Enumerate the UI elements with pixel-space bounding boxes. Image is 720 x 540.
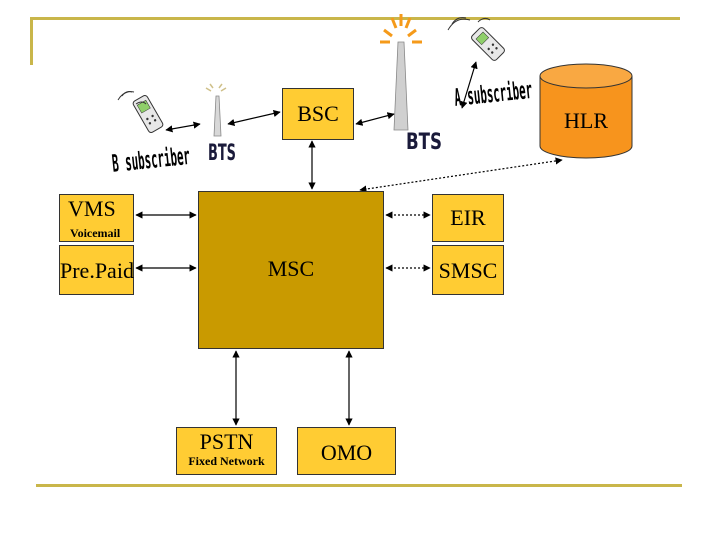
bsc-box: BSC bbox=[282, 88, 354, 140]
b-subscriber-phone-icon bbox=[132, 95, 164, 133]
eir-box: EIR bbox=[432, 194, 504, 242]
a-subscriber-signal-icon bbox=[447, 17, 491, 31]
omo-label: OMO bbox=[320, 440, 373, 465]
frame-bottom-line bbox=[36, 484, 682, 487]
eir-label: EIR bbox=[450, 205, 486, 230]
hlr-label: HLR bbox=[564, 108, 608, 133]
frame-top-line bbox=[30, 17, 680, 20]
link-bsc-bts-right bbox=[355, 112, 395, 126]
pstn-label: PSTN bbox=[199, 429, 254, 454]
prepaid-box: Pre.Paid bbox=[59, 245, 134, 295]
smsc-box: SMSC bbox=[432, 245, 504, 295]
pstn-box: PSTN Fixed Network bbox=[176, 427, 277, 475]
bts-right-label: BTS bbox=[406, 130, 442, 155]
link-bphone-bts bbox=[165, 121, 201, 133]
link-msc-hlr bbox=[359, 157, 563, 193]
frame-left-line bbox=[30, 17, 33, 65]
hlr-database: HLR bbox=[539, 63, 633, 159]
vms-label: VMS bbox=[68, 196, 116, 221]
bts-left-label: BTS bbox=[208, 141, 236, 166]
a-subscriber-label: A subscriber bbox=[453, 76, 533, 112]
vms-sublabel: Voicemail bbox=[70, 226, 121, 240]
msc-box: MSC bbox=[198, 191, 384, 349]
b-subscriber-signal-icon bbox=[117, 91, 147, 105]
link-bts-aphone bbox=[460, 61, 478, 109]
vms-box: VMS Voicemail bbox=[59, 194, 134, 242]
bts-left-tower-icon bbox=[205, 83, 227, 137]
smsc-label: SMSC bbox=[438, 258, 498, 283]
b-subscriber-label: B subscriber bbox=[111, 142, 191, 178]
bts-right-tower-icon bbox=[380, 14, 422, 131]
link-bts-bsc-left bbox=[227, 109, 281, 127]
pstn-sublabel: Fixed Network bbox=[188, 454, 265, 468]
omo-box: OMO bbox=[297, 427, 396, 475]
a-subscriber-phone-icon bbox=[471, 27, 505, 61]
msc-label: MSC bbox=[267, 256, 315, 281]
prepaid-label: Pre.Paid bbox=[60, 258, 134, 283]
bsc-label: BSC bbox=[297, 101, 339, 126]
